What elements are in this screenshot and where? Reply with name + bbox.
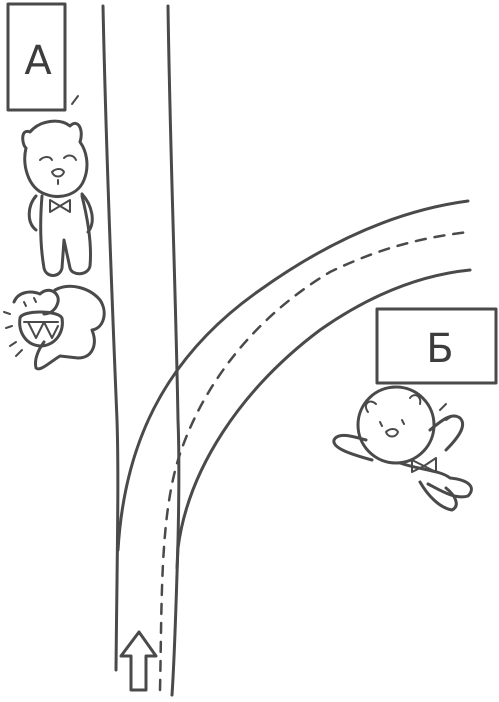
sign-b-box	[375, 307, 498, 385]
sign-a-label: А	[24, 38, 52, 84]
bear-character	[21, 119, 94, 277]
curve-road-inner-edge	[176, 268, 472, 550]
squirrel-character	[3, 284, 106, 371]
road-right-edge	[166, 4, 181, 570]
curve-road-outer-edge	[116, 199, 470, 552]
sign-a-box	[6, 2, 67, 112]
round-bear-character	[332, 385, 473, 512]
curve-road-center-line	[158, 230, 470, 692]
road-right-edge-lower	[170, 543, 180, 697]
sign-b-label: Б	[426, 326, 453, 372]
up-arrow-icon	[119, 630, 158, 692]
sign-a-tick	[71, 95, 79, 105]
road-left-edge	[101, 4, 120, 672]
